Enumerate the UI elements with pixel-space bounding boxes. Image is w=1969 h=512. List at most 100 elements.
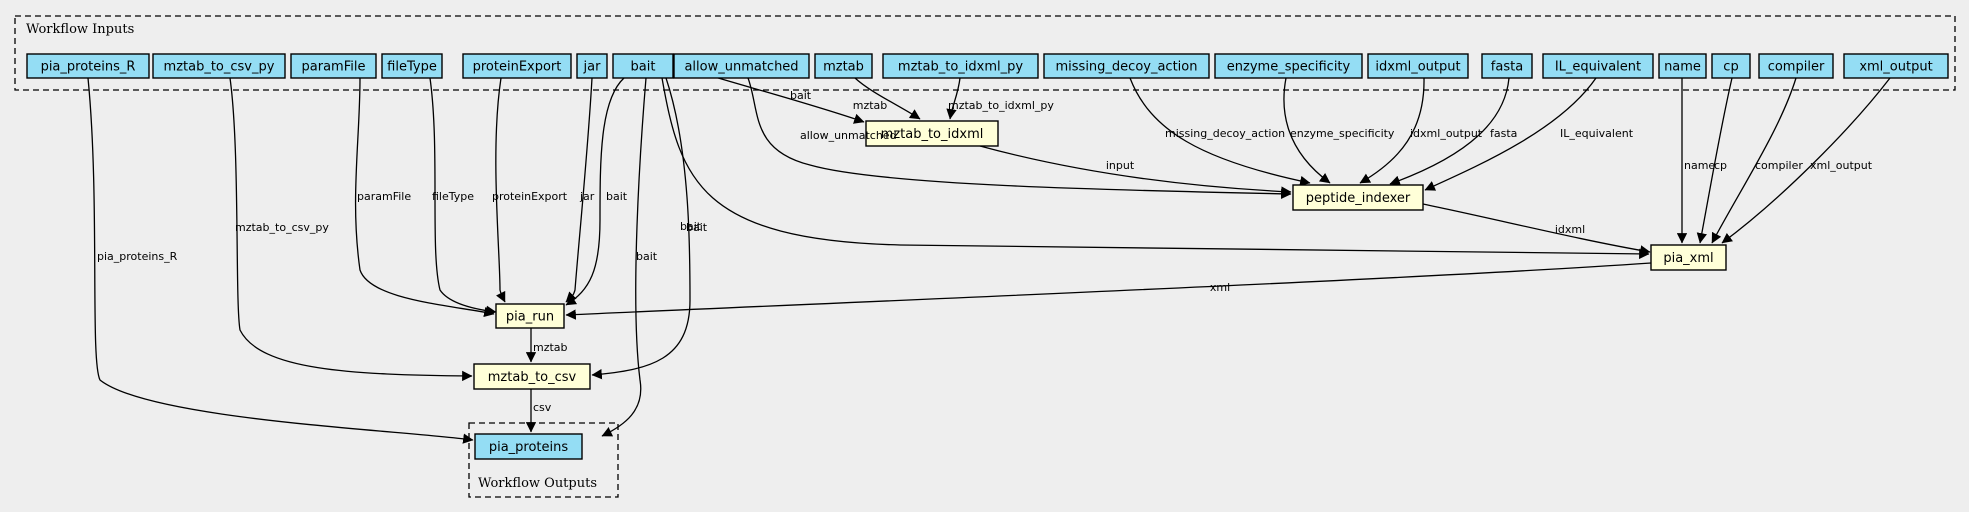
edge-line	[1721, 77, 1891, 244]
node-label: jar	[583, 60, 602, 75]
edge-pia_xml-to-pia_run	[565, 262, 1652, 320]
node-label: idxml_output	[1375, 60, 1460, 75]
step-node-mztab-to-idxml[interactable]: mztab_to_idxml	[865, 120, 999, 147]
edge-mztab-to-mztab_to_idxml	[854, 77, 921, 120]
edge-line	[1283, 77, 1331, 184]
input-node-idxml-output[interactable]: idxml_output	[1367, 53, 1469, 79]
input-node-enzyme-specificity[interactable]: enzyme_specificity	[1214, 53, 1363, 79]
node-label: paramFile	[302, 60, 366, 75]
input-node-cp[interactable]: cp	[1711, 53, 1751, 79]
node-label: fileType	[387, 60, 437, 75]
node-label: mztab_to_csv_py	[164, 60, 275, 75]
node-box	[381, 53, 443, 79]
input-node-paramFile[interactable]: paramFile	[290, 53, 377, 79]
edge-label: missing_decoy_action	[1165, 127, 1285, 140]
workflow-inputs-label: Workflow Inputs	[26, 22, 134, 37]
edge-label: bait	[606, 190, 628, 203]
edge-allow_unmatched-to-peptide_indexer	[747, 77, 1292, 199]
node-box	[882, 53, 1039, 79]
edge-label: allow_unmatched	[800, 129, 897, 142]
edge-cp-to-pia_xml	[1696, 77, 1733, 244]
edge-label: mztab_to_idxml_py	[948, 99, 1054, 112]
node-label: pia_xml	[1663, 251, 1713, 266]
edge-label: bait	[680, 220, 702, 233]
workflow-outputs-label: Workflow Outputs	[478, 476, 597, 491]
edge-line	[747, 77, 1292, 199]
output-node-pia-proteins[interactable]: pia_proteins	[474, 433, 583, 460]
edge-paramFile-to-pia_run	[354, 77, 495, 318]
node-box	[1043, 53, 1210, 79]
input-node-compiler[interactable]: compiler	[1758, 53, 1834, 79]
edge-line	[1696, 77, 1733, 244]
input-node-xml-output[interactable]: xml_output	[1843, 53, 1949, 79]
edge-compiler-to-pia_xml	[1711, 77, 1797, 244]
input-node-fasta[interactable]: fasta	[1481, 53, 1533, 79]
node-label: cp	[1723, 60, 1738, 75]
edge-missing_decoy_action-to-peptide_indexer	[1129, 77, 1311, 187]
nodes-layer: pia_proteins_R mztab_to_csv_py paramFile fi…	[26, 53, 1949, 460]
edge-line	[354, 77, 495, 318]
edge-bait-to-pia_proteins	[601, 77, 647, 437]
node-label: compiler	[1768, 60, 1825, 75]
edge-label: bait	[790, 89, 812, 102]
input-node-IL-equivalent[interactable]: IL_equivalent	[1542, 53, 1654, 79]
edge-bait-to-pia_xml	[661, 77, 1650, 260]
edges-layer	[87, 63, 1891, 444]
input-node-fileType[interactable]: fileType	[381, 53, 443, 79]
input-node-name[interactable]: name	[1658, 53, 1707, 79]
edge-line	[1129, 77, 1311, 187]
input-node-mztab-to-idxml-py[interactable]: mztab_to_idxml_py	[882, 53, 1039, 79]
node-label: pia_proteins_R	[41, 60, 136, 75]
node-label: proteinExport	[473, 60, 562, 75]
step-node-peptide-indexer[interactable]: peptide_indexer	[1292, 184, 1424, 211]
edge-bait-to-mztab_to_csv	[591, 77, 691, 380]
input-node-proteinExport[interactable]: proteinExport	[462, 53, 572, 79]
edge-label: fileType	[432, 190, 474, 203]
edge-line	[87, 77, 474, 444]
step-node-pia-xml[interactable]: pia_xml	[1650, 244, 1727, 271]
edge-line	[601, 77, 647, 437]
edge-line	[229, 77, 473, 382]
edge-fasta-to-peptide_indexer	[1389, 77, 1510, 186]
edge-label: xml	[1210, 281, 1230, 294]
input-node-missing-decoy-action[interactable]: missing_decoy_action	[1043, 53, 1210, 79]
edge-label: compiler	[1755, 159, 1803, 172]
node-box	[612, 53, 674, 79]
node-box	[26, 53, 150, 79]
step-node-mztab-to-csv[interactable]: mztab_to_csv	[473, 363, 591, 390]
node-label: peptide_indexer	[1306, 191, 1411, 206]
node-label: mztab_to_idxml	[881, 127, 984, 142]
input-node-mztab-to-csv-py[interactable]: mztab_to_csv_py	[152, 53, 286, 79]
edge-label: name	[1684, 159, 1715, 172]
edge-xml_output-to-pia_xml	[1721, 77, 1891, 244]
node-label: mztab	[823, 60, 864, 75]
node-box	[495, 303, 565, 329]
input-node-allow-unmatched[interactable]: allow_unmatched	[673, 53, 810, 79]
edge-label: pia_proteins_R	[97, 250, 178, 263]
node-label: IL_equivalent	[1555, 60, 1641, 75]
edge-line	[495, 77, 506, 303]
node-label: fasta	[1491, 60, 1523, 75]
node-box	[474, 433, 583, 460]
node-label: pia_run	[506, 310, 554, 325]
step-node-pia-run[interactable]: pia_run	[495, 303, 565, 329]
input-node-bait[interactable]: bait	[612, 53, 674, 79]
edge-proteinExport-to-pia_run	[495, 77, 506, 303]
input-node-jar[interactable]: jar	[576, 53, 608, 79]
edge-line	[565, 77, 625, 306]
node-box	[1542, 53, 1654, 79]
edge-IL_equivalent-to-peptide_indexer	[1424, 77, 1597, 191]
input-node-pia-proteins-R[interactable]: pia_proteins_R	[26, 53, 150, 79]
edge-label: mztab	[533, 341, 568, 354]
input-node-mztab[interactable]: mztab	[814, 53, 873, 79]
edge-labels-layer: bait mztab mztab_to_idxml_py allow_unmatche…	[97, 89, 1873, 414]
edge-line	[1389, 77, 1510, 186]
node-box	[1711, 53, 1751, 79]
node-box	[1367, 53, 1469, 79]
node-box	[1481, 53, 1533, 79]
node-box	[1758, 53, 1834, 79]
edge-line	[1424, 77, 1597, 191]
edge-line	[429, 77, 497, 316]
edge-label: mztab_to_csv_py	[235, 221, 329, 234]
